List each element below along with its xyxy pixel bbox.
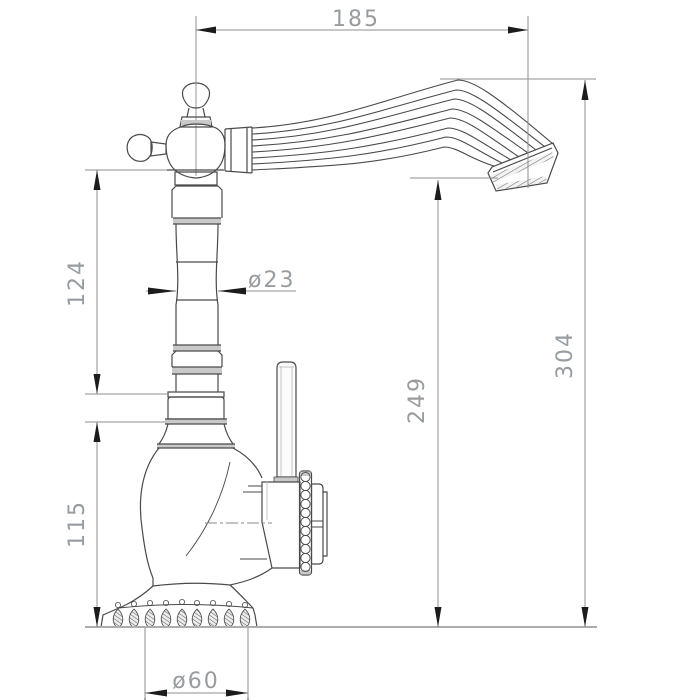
dim-label-base-diameter: ø60 <box>172 669 219 694</box>
dimension-column-height <box>85 169 168 395</box>
base-ornate-ring <box>112 599 251 628</box>
dimension-body-height <box>85 421 165 627</box>
dimension-outlet-height <box>410 177 498 627</box>
spout-flutes <box>251 79 554 171</box>
dimension-arrows <box>93 26 589 697</box>
faucet-object <box>100 16 559 700</box>
side-knob-stem <box>150 141 167 157</box>
lower-body <box>139 396 273 587</box>
finial-flange <box>179 116 213 128</box>
dim-label-body-height: 115 <box>65 500 90 548</box>
column <box>167 185 225 398</box>
handle-lever <box>273 361 299 483</box>
dim-label-overall-height: 304 <box>553 331 578 379</box>
valve-assembly <box>261 470 328 576</box>
dimension-overall-height <box>440 78 596 627</box>
finial-band <box>181 120 211 125</box>
side-knob <box>126 133 153 162</box>
dim-label-outlet-height: 249 <box>405 376 430 424</box>
valve-end-cap <box>310 483 324 565</box>
spout-outlet-head <box>487 142 559 192</box>
dim-label-column-height: 124 <box>65 259 90 307</box>
spout-collar <box>224 126 253 174</box>
finial-ball <box>181 82 211 109</box>
body-flange <box>174 171 218 186</box>
dim-label-spout-reach: 185 <box>332 7 380 32</box>
dimension-spout-reach <box>195 16 529 188</box>
dimension-labels: 185 304 249 124 115 ø23 ø60 <box>65 7 578 694</box>
knurled-ring <box>300 471 311 573</box>
finial-neck <box>186 107 206 118</box>
dimension-lines <box>85 16 596 698</box>
base-bell <box>100 584 258 628</box>
dim-label-column-diameter: ø23 <box>248 268 295 293</box>
